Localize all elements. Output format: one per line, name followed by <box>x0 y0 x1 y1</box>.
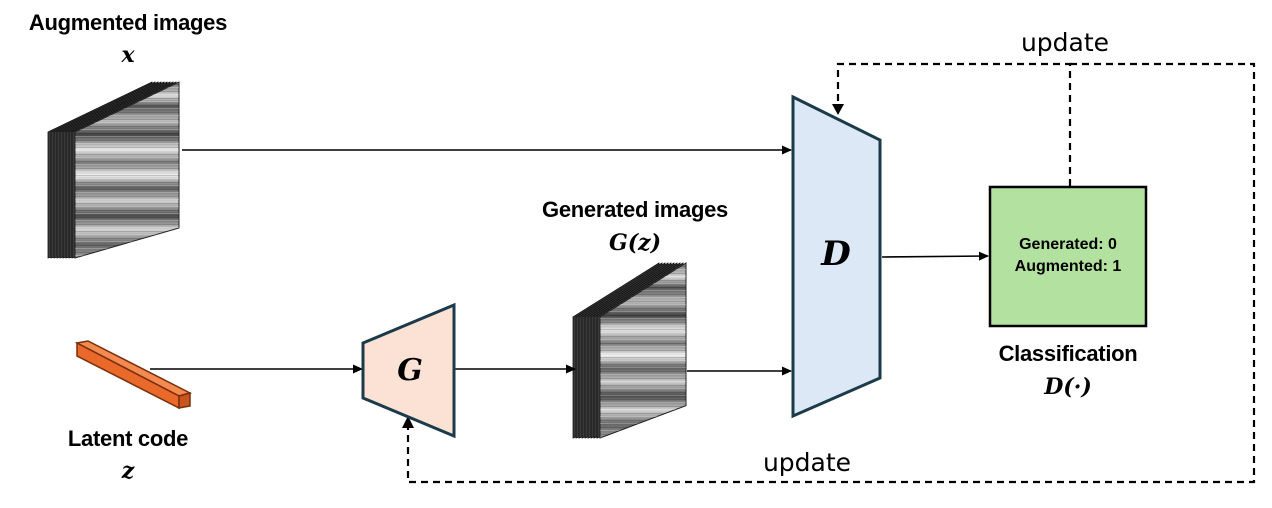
image-sheet-texture <box>75 82 179 258</box>
update-arrowhead-generator <box>402 416 414 428</box>
discriminator-label: D <box>821 234 851 274</box>
classification-box <box>988 185 1148 328</box>
image-sheet-texture <box>600 263 686 438</box>
update-loop-outer <box>406 62 1256 484</box>
latent-code-bar <box>74 340 193 410</box>
latent-code-symbol: z <box>121 458 135 484</box>
generated-images-title: Generated images <box>542 197 728 222</box>
classification-line-generated: Generated: 0 <box>1019 236 1117 253</box>
generated-images-symbol: G(z) <box>608 230 662 256</box>
latent-code-title: Latent code <box>67 426 189 451</box>
arrow-discriminator-to-classifier <box>881 251 989 261</box>
update-label-top: update <box>1020 28 1110 57</box>
augmented-images-title: Augmented images <box>28 10 228 35</box>
classification-line-augmented: Augmented: 1 <box>1014 258 1122 275</box>
update-arrowhead-discriminator <box>832 104 844 115</box>
update-label-bottom: update <box>762 448 852 477</box>
generator-block <box>361 302 456 439</box>
classification-title: Classification <box>998 341 1138 366</box>
classification-symbol: D(·) <box>1044 374 1092 400</box>
update-loop-discriminator <box>836 62 1072 186</box>
generator-label: G <box>397 353 423 388</box>
generated-images-stack <box>572 262 687 439</box>
augmented-images-stack <box>47 81 180 259</box>
augmented-images-symbol: x <box>121 42 135 68</box>
discriminator-block <box>791 94 882 419</box>
